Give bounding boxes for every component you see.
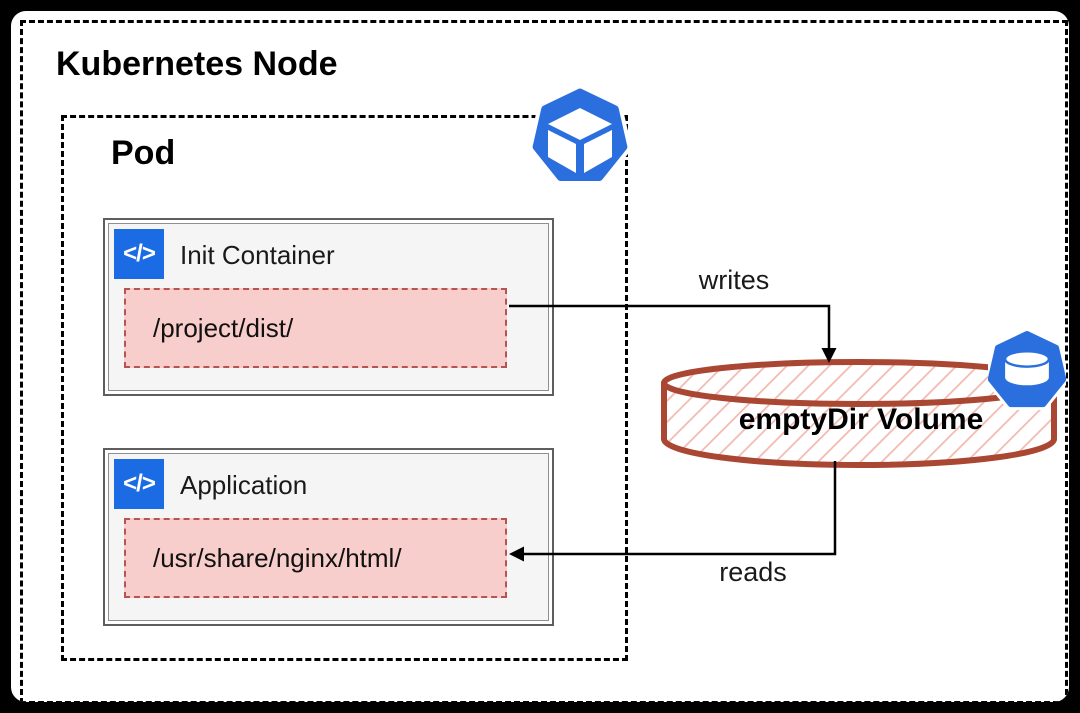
application-container-path: /usr/share/nginx/html/ — [124, 518, 507, 598]
reads-edge-label: reads — [719, 557, 787, 587]
pod-boundary: Pod — [61, 115, 628, 661]
application-container-label: Application — [180, 470, 308, 500]
cube-left-face — [548, 130, 576, 173]
init-container-box: </> Init Container /project/dist/ — [103, 218, 554, 396]
writes-edge-label: writes — [698, 265, 770, 295]
emptydir-volume-cylinder — [661, 359, 1057, 468]
cylinder-top — [1003, 350, 1051, 368]
init-container-inner: </> Init Container /project/dist/ — [108, 223, 549, 391]
cube-top-face — [548, 108, 612, 140]
emptydir-volume-label: emptyDir Volume — [738, 403, 984, 436]
application-container-inner: </> Application /usr/share/nginx/html/ — [108, 453, 549, 621]
volume-storage-icon — [988, 329, 1066, 410]
init-container-path: /project/dist/ — [124, 288, 507, 368]
pod-kubernetes-icon — [531, 85, 629, 185]
kubernetes-node-title: Kubernetes Node — [56, 45, 338, 83]
code-icon: </> — [114, 229, 164, 279]
code-icon: </> — [114, 459, 164, 509]
kubernetes-node-boundary — [20, 20, 1068, 702]
pod-title: Pod — [111, 134, 176, 172]
application-container-box: </> Application /usr/share/nginx/html/ — [103, 448, 554, 626]
cube-right-face — [584, 130, 612, 173]
init-container-label: Init Container — [180, 240, 335, 270]
